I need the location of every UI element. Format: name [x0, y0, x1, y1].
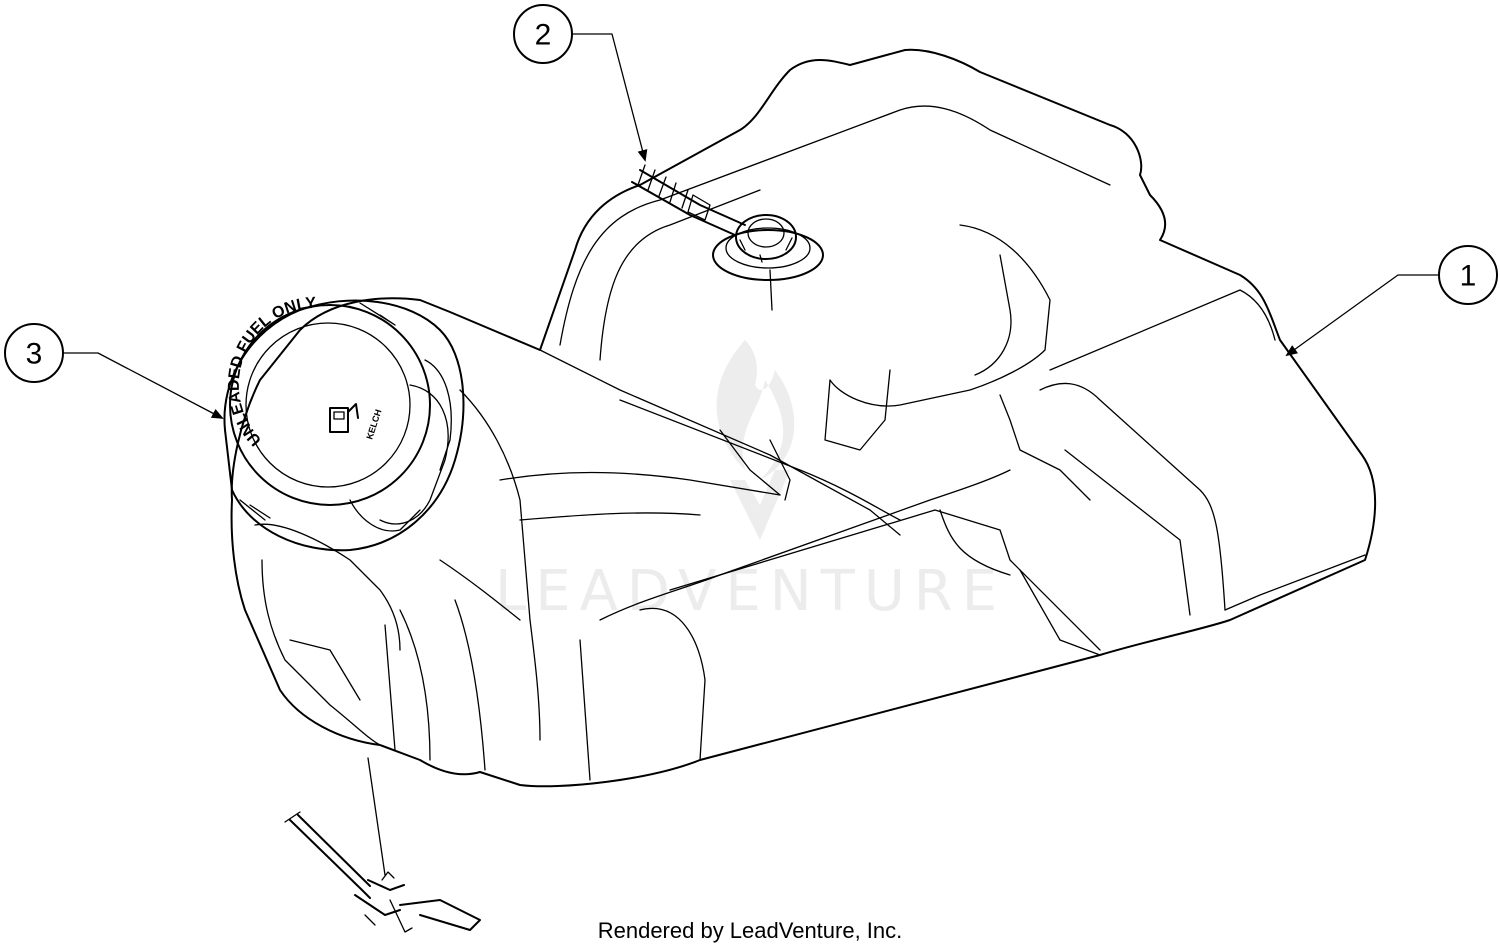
fuel-cap-brand-text: KELCH — [364, 408, 383, 441]
vent-fitting — [631, 164, 824, 311]
clamp-leader-line — [367, 757, 386, 876]
callout-1[interactable]: 1 — [1285, 245, 1498, 357]
footer-credit: Rendered by LeadVenture, Inc. — [597, 918, 903, 943]
fuel-cap: UNLEADED FUEL ONLY KELCH — [223, 295, 465, 552]
callout-2-leader — [571, 33, 648, 162]
callout-2[interactable]: 2 — [513, 4, 648, 162]
callout-3[interactable]: 3 — [4, 323, 224, 419]
callout-2-number: 2 — [535, 19, 552, 52]
callout-1-number: 1 — [1460, 260, 1477, 293]
callout-1-leader — [1285, 274, 1440, 357]
callout-3-number: 3 — [26, 338, 43, 371]
callout-3-leader — [62, 352, 224, 419]
watermark: LEADVENTURE — [495, 340, 1006, 624]
tank-outline — [230, 48, 1377, 788]
fuel-tank — [230, 48, 1377, 788]
fuel-cap-arc-text: UNLEADED FUEL ONLY — [226, 295, 317, 449]
fuel-line-clamp — [284, 811, 481, 933]
fuel-pump-icon — [329, 403, 359, 433]
watermark-text: LEADVENTURE — [495, 559, 1006, 624]
